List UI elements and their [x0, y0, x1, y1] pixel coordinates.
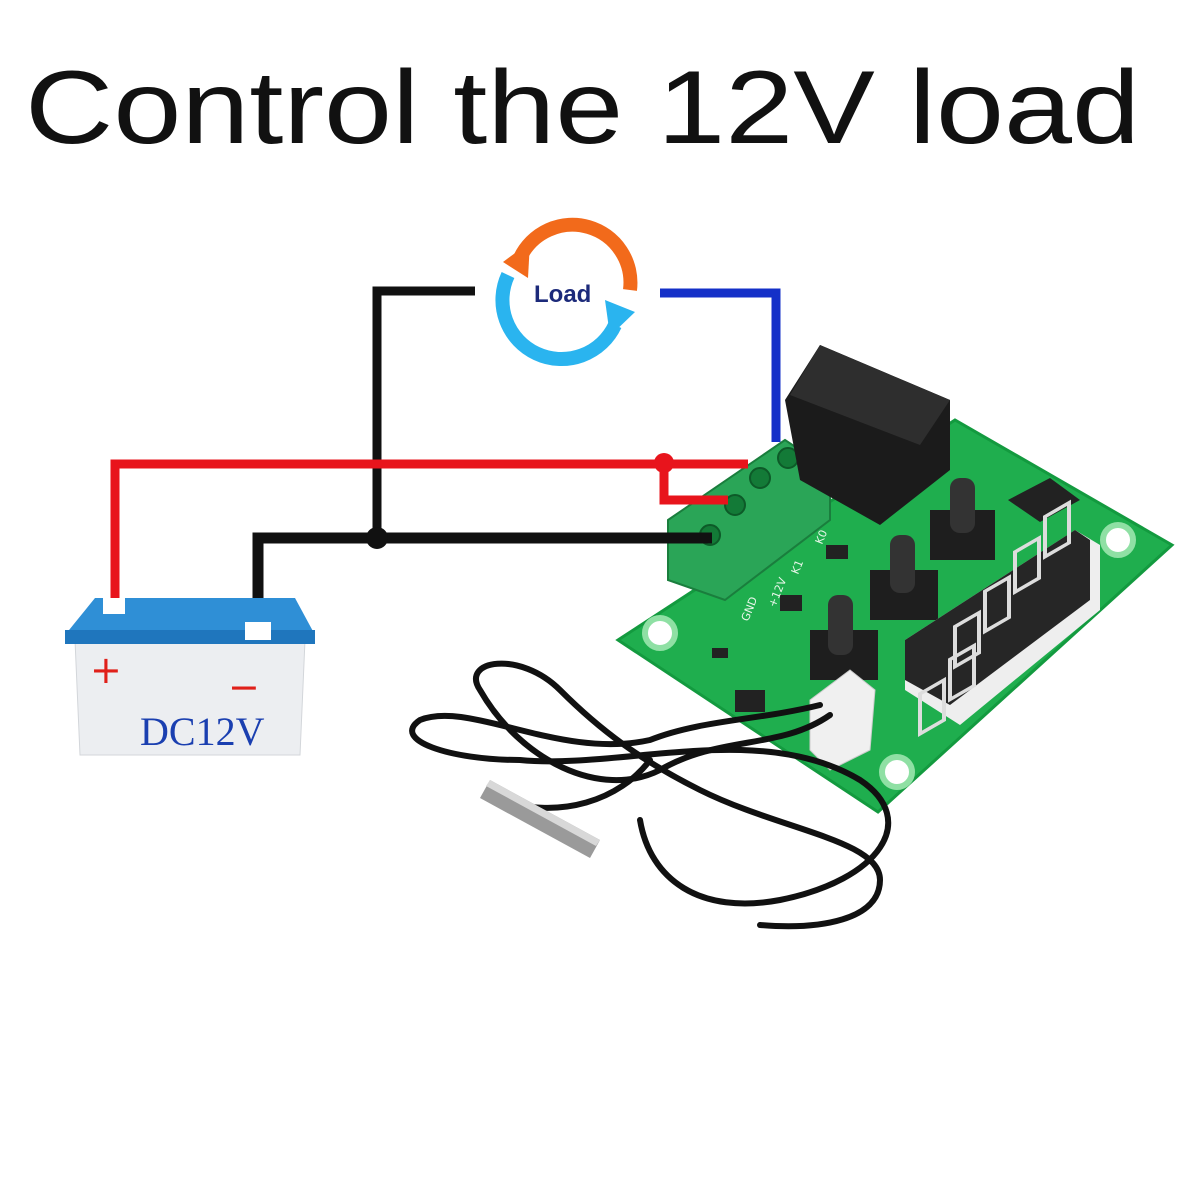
silk-k0: K0 — [813, 528, 830, 546]
mounting-holes — [642, 522, 1136, 790]
load-black-wire — [372, 286, 475, 540]
negative-terminal — [245, 622, 271, 640]
battery-label: DC12V — [140, 709, 265, 754]
positive-terminal — [103, 598, 125, 614]
smd-parts — [712, 545, 848, 712]
silk-k1: K1 — [789, 558, 806, 576]
ic-chip — [1008, 478, 1080, 522]
load-cycle-icon: Load — [495, 217, 638, 366]
positive-red-branch — [659, 464, 728, 505]
temperature-probe — [480, 780, 600, 858]
black-junction-dot — [366, 527, 388, 549]
positive-red-wire — [110, 459, 748, 608]
led-display — [905, 499, 1100, 737]
sensor-connector — [809, 669, 876, 771]
terminal-block — [667, 438, 831, 602]
diagram-title: Control the 12V load — [25, 50, 1140, 166]
battery-plus: + — [90, 648, 122, 692]
load-blue-wire — [660, 288, 781, 442]
push-buttons — [810, 478, 995, 680]
thermostat-board: GND +12V K1 K0 — [615, 345, 1175, 814]
red-junction-dot — [654, 453, 674, 473]
battery-minus: − — [228, 665, 260, 709]
load-label: Load — [534, 281, 591, 308]
battery: + − DC12V — [65, 598, 315, 756]
negative-black-wire — [252, 532, 712, 628]
